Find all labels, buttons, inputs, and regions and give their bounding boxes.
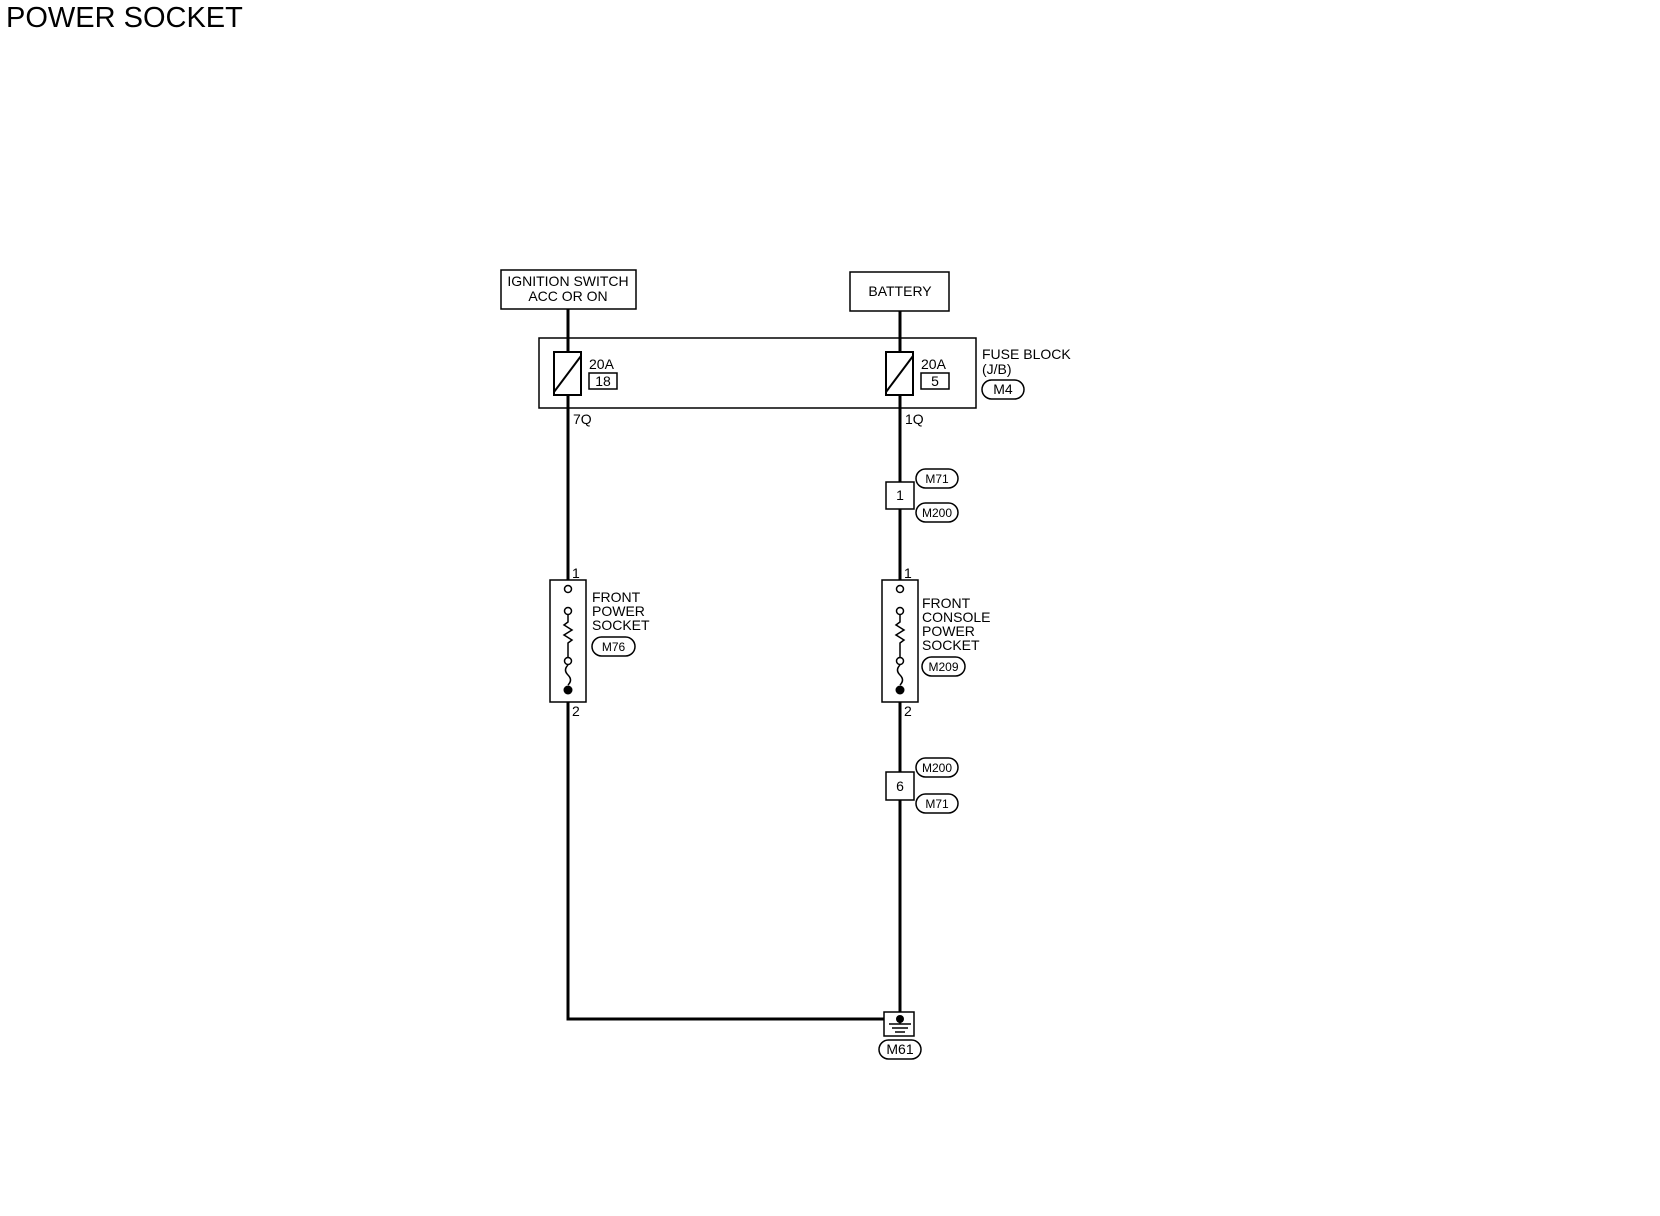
ignition-switch-label: IGNITION SWITCH	[507, 273, 628, 289]
connector-m76: M76	[602, 640, 626, 654]
wires	[566, 309, 902, 1021]
connector-m200-upper: M200	[922, 506, 952, 520]
front-socket-label-3: SOCKET	[592, 617, 650, 633]
connector-m209: M209	[928, 660, 958, 674]
fuse-block-jb-label: (J/B)	[982, 361, 1012, 377]
console-socket-pin-1: 1	[904, 565, 912, 581]
fuse-18-rating: 20A	[589, 356, 615, 372]
page-title: POWER SOCKET	[6, 2, 243, 34]
wire-front-socket-to-ground	[566, 701, 900, 1021]
terminal-1q: 1Q	[905, 411, 924, 427]
console-socket-label-4: SOCKET	[922, 637, 980, 653]
front-socket-element-icon	[564, 664, 572, 686]
fuse-18: 20A 18	[553, 351, 618, 396]
console-socket-element-icon	[896, 664, 904, 686]
ignition-mode-label: ACC OR ON	[528, 288, 607, 304]
battery-box: BATTERY	[849, 271, 950, 312]
ignition-switch-box: IGNITION SWITCH ACC OR ON	[500, 269, 637, 310]
console-socket-label-2: CONSOLE	[922, 609, 990, 625]
front-console-power-socket: 1 2 FRONT CONSOLE POWER SOCKET M209	[881, 565, 990, 719]
joint-pin-6: 6	[896, 778, 904, 794]
fuse-block: 20A 18 20A 5 7Q 1Q FUSE BLOCK (J/B) M4	[538, 337, 1071, 427]
front-socket-label-1: FRONT	[592, 589, 641, 605]
fuse-5-rating: 20A	[921, 356, 947, 372]
connector-m4: M4	[993, 381, 1013, 397]
fuse-5: 20A 5	[885, 351, 950, 396]
connector-m61: M61	[886, 1041, 913, 1057]
console-socket-label-3: POWER	[922, 623, 975, 639]
front-power-socket: 1 2 FRONT POWER SOCKET M76	[549, 565, 650, 719]
fuse-18-number: 18	[595, 373, 611, 389]
front-socket-pin-2: 2	[572, 703, 580, 719]
connector-m71-upper: M71	[925, 472, 949, 486]
joint-connector-upper: M71 1 M200	[885, 468, 959, 523]
connector-m71-lower: M71	[925, 797, 949, 811]
fuse-5-number: 5	[931, 373, 939, 389]
console-socket-resistor-icon	[894, 615, 906, 658]
console-socket-label-1: FRONT	[922, 595, 971, 611]
fuse-block-label: FUSE BLOCK	[982, 346, 1071, 362]
front-socket-label-2: POWER	[592, 603, 645, 619]
console-socket-pin-2: 2	[904, 703, 912, 719]
ground-point: M61	[878, 1011, 922, 1060]
front-socket-pin-1: 1	[572, 565, 580, 581]
battery-label: BATTERY	[868, 283, 932, 299]
front-socket-resistor-icon	[562, 615, 574, 658]
connector-m200-lower: M200	[922, 761, 952, 775]
joint-pin-1: 1	[896, 487, 904, 503]
joint-connector-lower: M200 6 M71	[885, 757, 959, 814]
terminal-7q: 7Q	[573, 411, 592, 427]
